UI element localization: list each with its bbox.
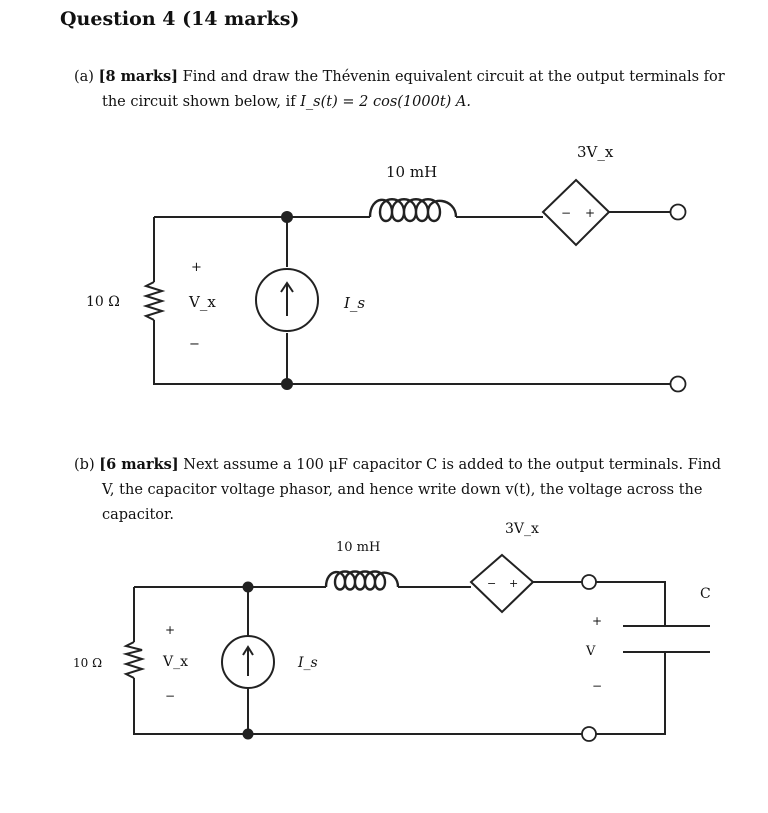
dep-source-label-a: 3V_x xyxy=(577,143,614,161)
dep-source-plus-b: + xyxy=(509,577,518,590)
question-title: Question 4 (14 marks) xyxy=(60,8,300,30)
part-a-formula: I_s(t) = 2 cos(1000t) A. xyxy=(300,94,471,110)
vx-minus-b: − xyxy=(165,689,175,703)
wire-top-right-b xyxy=(533,581,666,626)
part-b-marks: [6 marks] xyxy=(99,456,179,473)
part-a-marks: [8 marks] xyxy=(98,68,179,85)
output-terminal-b-bottom xyxy=(581,726,597,742)
is-label-a: I_s xyxy=(343,294,365,312)
part-a-question: Find and draw the Thévenin equivalent ci… xyxy=(102,69,725,110)
is-label-b: I_s xyxy=(297,655,318,671)
capacitor-label-b: C xyxy=(700,586,711,602)
inductor-label-b: 10 mH xyxy=(336,540,380,555)
dep-source-minus-b: − xyxy=(487,577,496,590)
v-label-b: V xyxy=(585,644,596,659)
circuit-a: − + 10 Ω + V_x − I_s 10 mH 3V_x xyxy=(86,143,687,393)
vx-plus-b: + xyxy=(165,623,175,637)
part-b-label: (b) xyxy=(74,457,95,473)
dep-source-plus-a: + xyxy=(585,206,595,220)
output-terminal-b-top xyxy=(581,574,597,590)
wire-bottom-b xyxy=(133,652,666,735)
resistor-label-a: 10 Ω xyxy=(86,294,120,310)
part-b-question: Next assume a 100 μF capacitor C is adde… xyxy=(102,457,722,523)
vx-label-b: V_x xyxy=(162,654,188,670)
inductor-icon xyxy=(324,570,400,591)
dep-source-minus-a: − xyxy=(561,206,571,220)
resistor-label-b: 10 Ω xyxy=(73,656,102,670)
v-minus-b: − xyxy=(592,679,602,693)
resistor-icon xyxy=(122,641,146,679)
wire-bottom-a xyxy=(153,320,670,385)
vx-minus-a: − xyxy=(189,337,200,352)
current-source-icon xyxy=(255,268,319,332)
arrow-up-icon xyxy=(242,645,254,676)
dep-source-label-b: 3V_x xyxy=(505,521,539,537)
inductor-icon xyxy=(368,198,458,223)
node-dot-b-bottom xyxy=(242,728,254,740)
output-terminal-a-top xyxy=(669,203,687,221)
circuit-b: − + 10 Ω + V_x − I_s 10 mH 3V_x C + V − xyxy=(73,521,711,742)
resistor-icon xyxy=(142,281,166,321)
dependent-voltage-source-icon xyxy=(469,553,535,614)
part-a-text: (a) [8 marks] Find and draw the Thévenin… xyxy=(74,64,734,115)
current-source-icon xyxy=(221,635,275,689)
inductor-label-a: 10 mH xyxy=(386,163,437,181)
part-a-label: (a) xyxy=(74,69,94,85)
vx-plus-a: + xyxy=(191,260,202,275)
vx-label-a-text: V_x xyxy=(188,293,216,311)
v-plus-b: + xyxy=(592,614,602,628)
dependent-voltage-source-icon xyxy=(541,178,611,247)
arrow-up-icon xyxy=(280,281,294,316)
output-terminal-a-bottom xyxy=(669,375,687,393)
node-dot-b-top xyxy=(242,581,254,593)
part-b-text: (b) [6 marks] Next assume a 100 μF capac… xyxy=(74,452,734,528)
node-dot-a-bottom xyxy=(281,378,293,390)
capacitor-icon xyxy=(623,625,710,653)
node-dot-a-top xyxy=(281,211,293,223)
vx-label-a: V_x xyxy=(188,293,216,311)
